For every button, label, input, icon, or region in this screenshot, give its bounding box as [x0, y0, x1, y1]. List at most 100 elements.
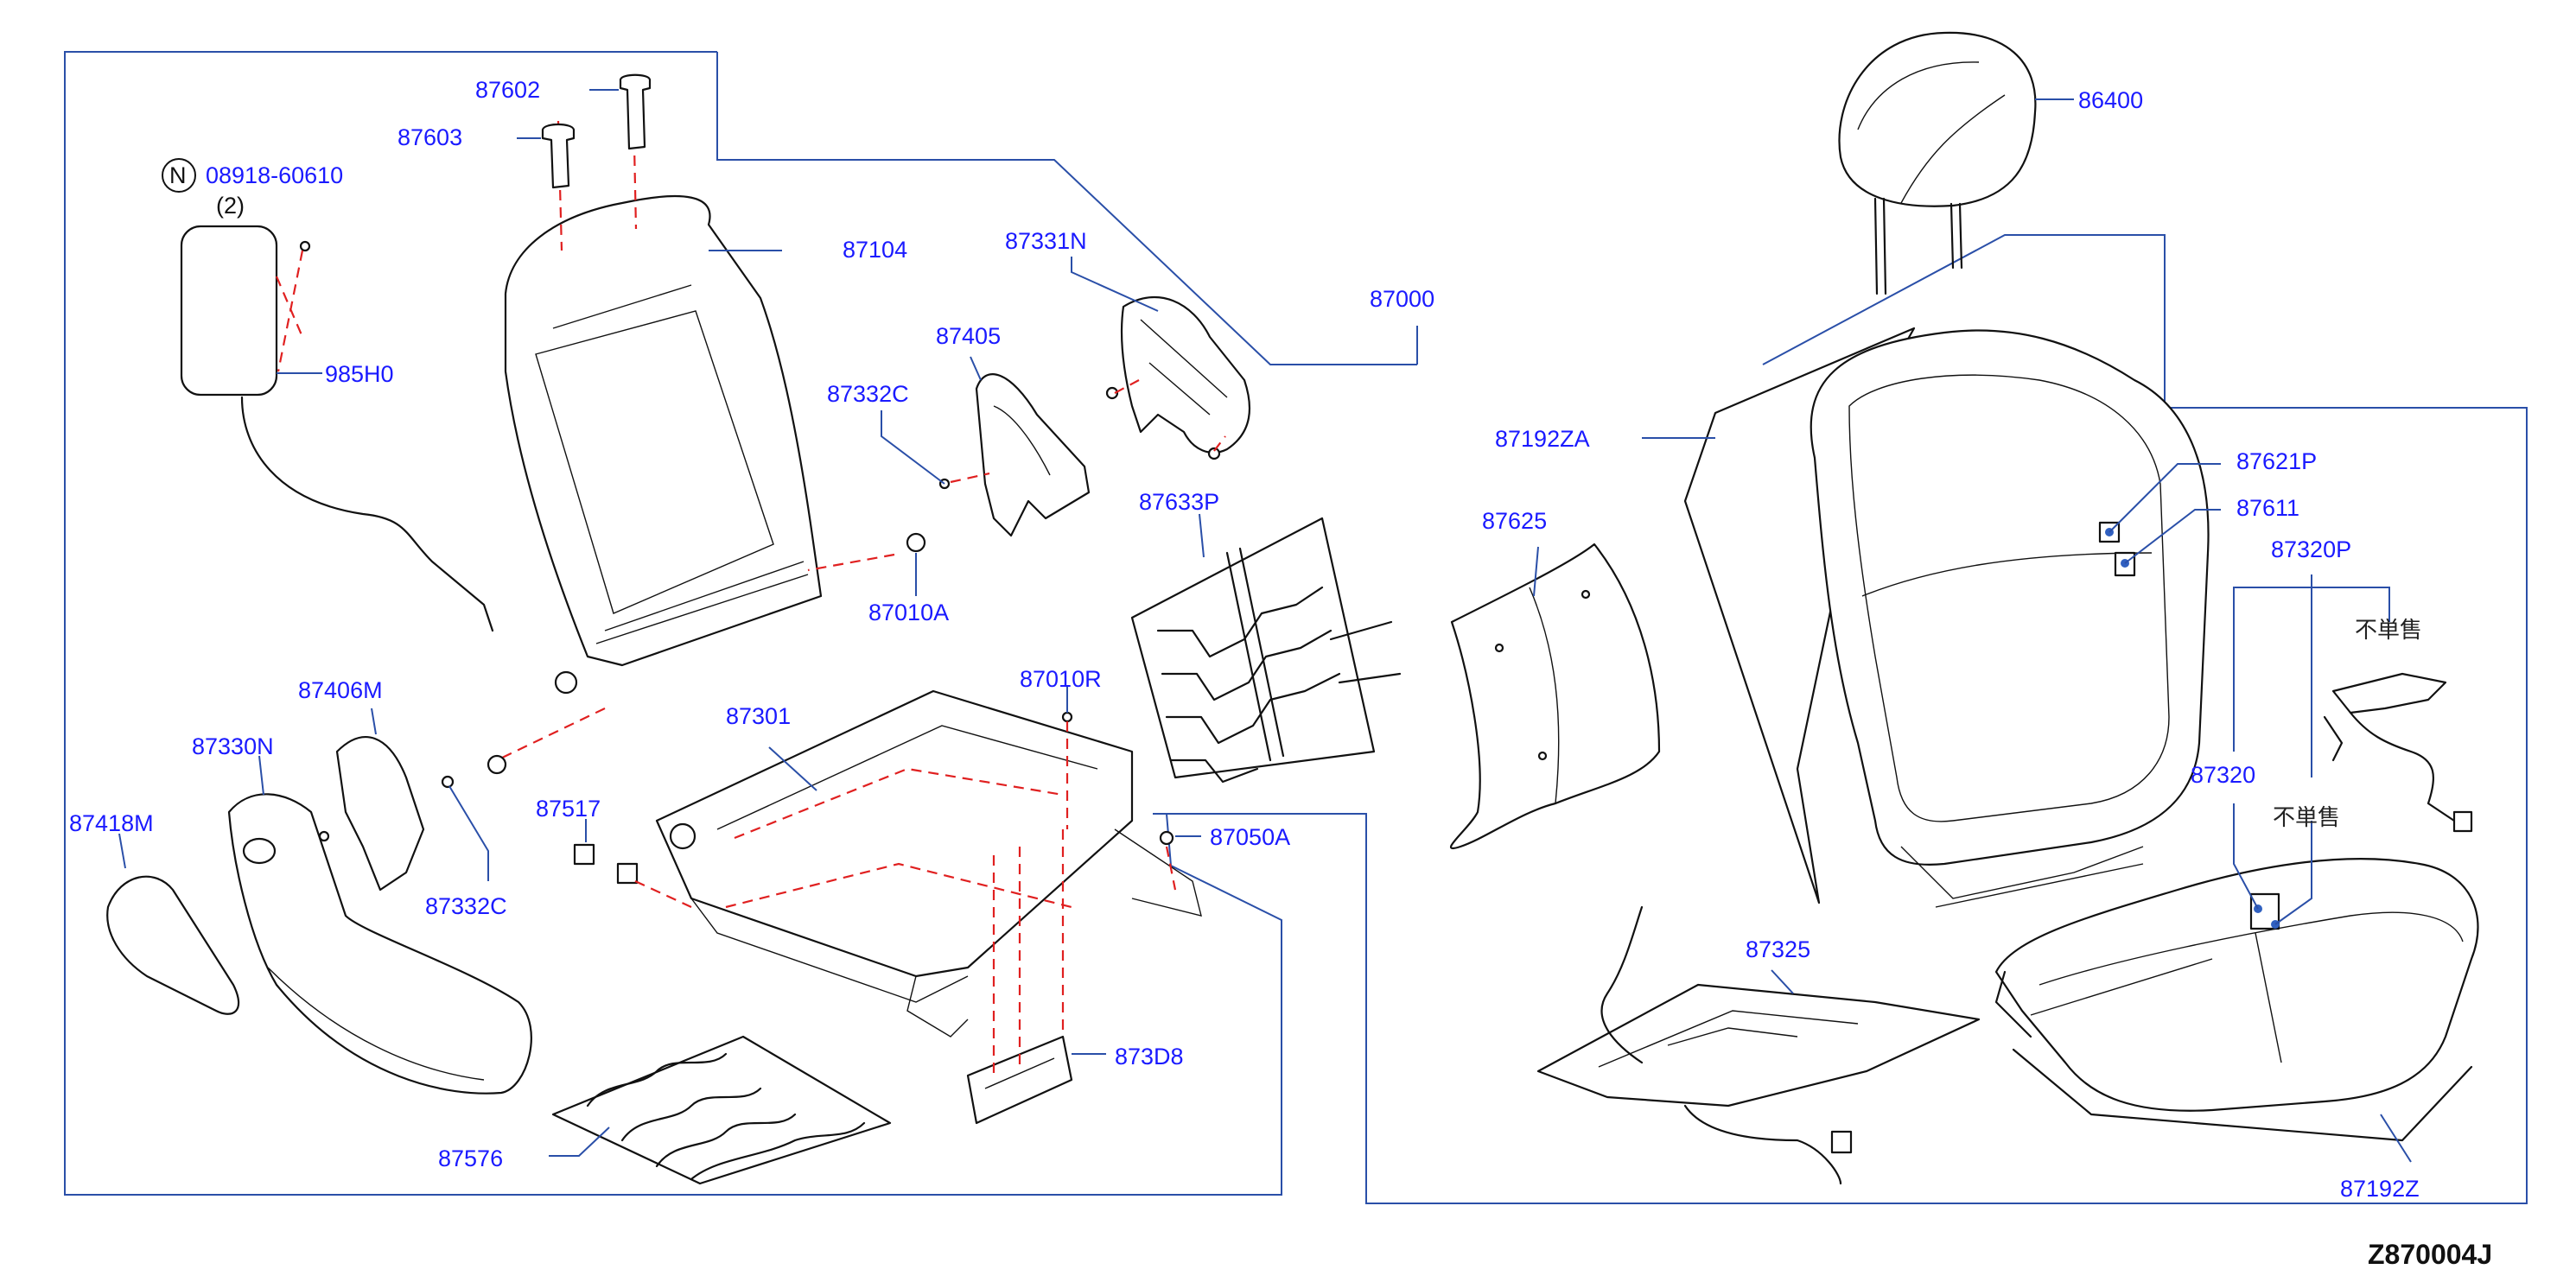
not-sold-note-upper: 不単售 [2355, 618, 2422, 644]
bolt-87010R [1061, 711, 1073, 723]
cover-87406M [318, 736, 455, 892]
bolt-87010A [906, 532, 926, 553]
seat-cushion [1994, 858, 2479, 1142]
bolt-frame-bottom [487, 754, 507, 775]
label-87301: 87301 [726, 703, 791, 729]
label-87517: 87517 [536, 796, 601, 822]
leader-87633P [1199, 513, 1205, 558]
label-87625: 87625 [1482, 508, 1547, 534]
leader-87301 [768, 746, 817, 791]
nut-08918 [299, 240, 311, 252]
not-sold-note-lower: 不単售 [2273, 805, 2340, 831]
seat-mat [1536, 905, 1981, 1185]
seatback-assembly [1810, 329, 2210, 908]
bracket-873D8 [966, 1035, 1073, 1125]
clips-87517 [573, 843, 639, 885]
back-frame [504, 195, 823, 695]
label-87192Z: 87192Z [2340, 1176, 2420, 1202]
cover-87405 [938, 373, 1091, 537]
cushion-frame [655, 689, 1202, 1038]
dash-87050A [1165, 846, 1177, 891]
clip-87517-a [573, 843, 595, 866]
side-shield-87330N [227, 793, 532, 1095]
harness-connector [2452, 810, 2473, 833]
leader-87611 [2124, 509, 2221, 564]
leader-87192Z [2380, 1114, 2412, 1163]
leader-87320P-low [2274, 821, 2312, 925]
recline-knob [242, 837, 277, 865]
label-87192ZA: 87192ZA [1495, 426, 1590, 452]
label-87633P: 87633P [1139, 489, 1219, 515]
leader-87320 [2233, 803, 2259, 910]
back-board-87331N [1105, 295, 1251, 460]
label-87603: 87603 [398, 124, 462, 150]
clip-87331N-b [1207, 447, 1221, 460]
leader-87332C-a [881, 410, 945, 485]
leader-87621P [2109, 463, 2221, 533]
cushion-springs [551, 1035, 892, 1185]
pad-hole-a [1494, 643, 1504, 653]
bolt-87050A [1159, 830, 1174, 846]
label-87331N: 87331N [1005, 228, 1087, 254]
leader-87625 [1533, 546, 1539, 597]
sensor-harness [2323, 672, 2473, 833]
label-08918-60610: 08918-60610 [206, 162, 343, 188]
mat-connector [1830, 1130, 1853, 1154]
label-87406M: 87406M [298, 677, 383, 703]
knob-87418M [106, 875, 240, 1015]
label-87330N: 87330N [192, 733, 274, 759]
label-87621P: 87621P [2236, 448, 2317, 474]
dash-87517 [634, 880, 692, 908]
label-86400: 86400 [2078, 87, 2143, 113]
leader-87325 [1771, 969, 1794, 994]
back-pad [1449, 543, 1661, 849]
dash-87332C-a [950, 472, 990, 484]
screw-87332C-b [441, 775, 455, 789]
label-87611: 87611 [2236, 495, 2299, 521]
label-87332C-upper: 87332C [827, 381, 909, 407]
leader-87406M [371, 708, 377, 735]
leader-87405 [970, 356, 982, 381]
airbag-box [180, 225, 278, 397]
leader-87332C-b [448, 785, 489, 881]
label-87320: 87320 [2191, 762, 2255, 788]
frame-pivot [554, 670, 578, 695]
dash-87010A [807, 553, 895, 572]
patch-87320 [2249, 892, 2280, 930]
label-87010A: 87010A [868, 600, 949, 625]
airbag-module [180, 225, 494, 632]
qty-note: (2) [216, 193, 245, 219]
label-87576: 87576 [438, 1146, 503, 1171]
pad-hole-c [1537, 751, 1548, 761]
leader-87330N [258, 755, 264, 796]
note-symbol: N [169, 162, 187, 188]
label-87000: 87000 [1370, 286, 1434, 312]
headrest-guides [541, 73, 652, 189]
label-873D8: 873D8 [1115, 1044, 1184, 1069]
left-group-frame-top [716, 52, 1417, 365]
right-group-frame [1153, 234, 2528, 1204]
label-87602: 87602 [475, 77, 540, 103]
label-87325: 87325 [1746, 936, 1810, 962]
note-circle [162, 158, 196, 193]
spring-mat [1130, 517, 1402, 784]
label-87332C-lower: 87332C [425, 893, 507, 919]
clip-87517-b [616, 862, 639, 885]
headrest [1838, 31, 2037, 295]
leader-87418M [118, 833, 126, 869]
diagram-code: Z870004J [2368, 1239, 2492, 1270]
cushion-frame-pivot [669, 822, 696, 850]
label-985H0: 985H0 [325, 361, 394, 387]
dash-87331N-a [1114, 379, 1140, 394]
dash-87331N-b [1213, 435, 1226, 452]
dash-985H0-a [275, 276, 304, 338]
label-87418M: 87418M [69, 810, 154, 836]
label-87320P: 87320P [2271, 536, 2351, 562]
label-87104: 87104 [843, 237, 907, 263]
dash-985H0-b [277, 250, 304, 372]
clip-87331N-a [1105, 386, 1119, 400]
leader-87331N [1071, 257, 1159, 312]
dash-frame-bottom [496, 708, 606, 761]
label-87405: 87405 [936, 323, 1001, 349]
